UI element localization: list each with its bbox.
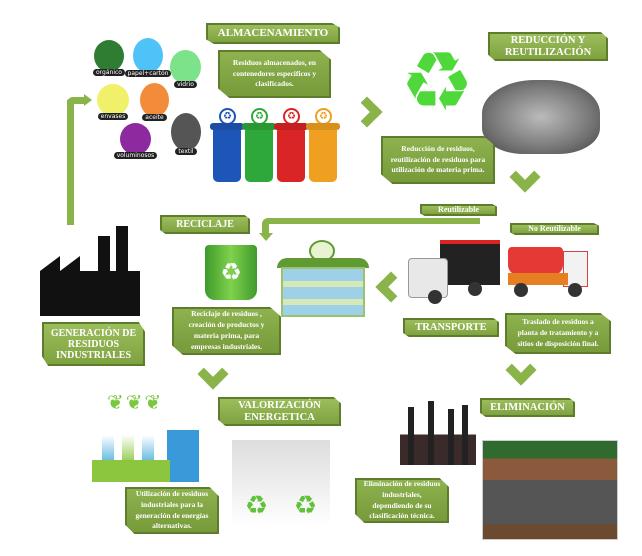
recycle-icon: ♻ bbox=[244, 491, 269, 521]
reutilizable-arrow-turn bbox=[262, 218, 269, 234]
yellow-bin-icon bbox=[309, 128, 337, 182]
reduccion-label: REDUCCIÓN Y REUTILIZACIÓN bbox=[488, 32, 608, 61]
reutilizable-arrow bbox=[268, 218, 480, 224]
no-reutilizable-label: No Reutilizable bbox=[510, 223, 599, 235]
landfill-cross-section-image bbox=[482, 440, 618, 540]
green-energy-factory-icon: ❦❦❦ bbox=[92, 390, 202, 485]
reutilizable-label: Reutilizable bbox=[420, 204, 497, 216]
flow-arrow-turn bbox=[67, 97, 85, 104]
arrowhead-icon bbox=[84, 94, 92, 106]
chevron-right-icon bbox=[351, 96, 383, 128]
transporte-desc: Traslado de residuos a planta de tratami… bbox=[505, 313, 611, 354]
junk-pile-image bbox=[482, 80, 600, 154]
almacenamiento-label: ALMACENAMIENTO bbox=[206, 23, 340, 44]
eliminacion-label: ELIMINACIÓN bbox=[480, 398, 575, 417]
container-aceite-icon: aceite bbox=[140, 83, 169, 121]
container-envases-icon: envases bbox=[97, 84, 129, 120]
chevron-down-icon bbox=[509, 161, 541, 193]
recycling-plant-building-icon bbox=[277, 240, 369, 320]
blue-bin-icon bbox=[213, 128, 241, 182]
container-textil-icon: textil bbox=[171, 113, 201, 155]
recycled-bins-image: ♻♻ bbox=[232, 440, 330, 527]
container-papel-icon: papel+cartón bbox=[124, 38, 172, 77]
almacenamiento-desc: Residuos almacenados, en contenedores es… bbox=[218, 50, 331, 98]
green-bin-icon bbox=[245, 128, 273, 182]
arrowhead-icon bbox=[259, 233, 273, 241]
container-organico-icon: orgánico bbox=[93, 40, 125, 76]
reciclaje-label: RECICLAJE bbox=[160, 215, 250, 234]
chevron-down-icon bbox=[197, 358, 229, 390]
container-vidrio-icon: vidrio bbox=[170, 50, 201, 88]
chevron-down-icon bbox=[505, 354, 537, 386]
recycle-bottles-icon: ♻ bbox=[400, 35, 474, 130]
valorizacion-label: VALORIZACIÓN ENERGETICA bbox=[218, 397, 341, 426]
recycle-icon: ♻ bbox=[293, 491, 318, 521]
smokestacks-image bbox=[400, 397, 476, 465]
truck-image bbox=[408, 240, 500, 308]
flow-arrow-up bbox=[67, 100, 74, 225]
chevron-left-icon bbox=[375, 271, 407, 303]
reduccion-desc: Reducción de residuos, reutilización de … bbox=[381, 136, 495, 184]
factory-silhouette-icon bbox=[40, 226, 140, 316]
reciclaje-desc: Reciclaje de residuos , creación de prod… bbox=[172, 307, 281, 355]
red-bin-icon bbox=[277, 128, 305, 182]
eliminacion-desc: Eliminación de residuos industriales, de… bbox=[355, 478, 449, 523]
green-trash-can-icon: ♻ bbox=[205, 245, 257, 300]
container-voluminosos-icon: voluminosos bbox=[113, 123, 158, 159]
dump-truck-image bbox=[508, 247, 590, 299]
transporte-label: TRANSPORTE bbox=[403, 318, 499, 337]
generacion-label: GENERACIÓN DE RESIDUOS INDUSTRIALES bbox=[42, 322, 145, 366]
valorizacion-desc: Utilización de residuos industriales par… bbox=[125, 487, 219, 534]
